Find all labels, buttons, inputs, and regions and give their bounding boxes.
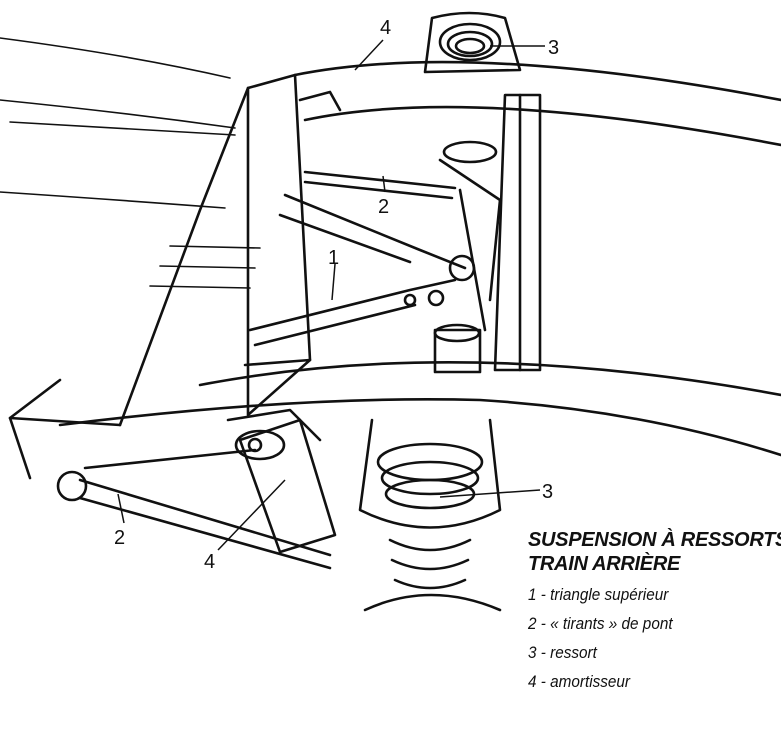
upper-tie-rod [303, 158, 502, 332]
frame-right-pillar [493, 93, 542, 372]
leader-lines [117, 39, 545, 551]
lower-coil-spring [358, 418, 502, 612]
lower-shock-absorber [226, 408, 337, 554]
legend-item: 1 - triangle supérieur [528, 585, 669, 604]
legend-item: 4 - amortisseur [528, 672, 631, 691]
legend-items: 1 - triangle supérieur 2 - « tirants » d… [528, 580, 778, 696]
callout-rod-upper: 2 [378, 196, 390, 218]
callout-spring-lower: 3 [542, 481, 554, 503]
legend-item: 3 - ressort [528, 643, 597, 662]
body-panel-lines [0, 37, 261, 289]
legend-title-line1: SUSPENSION À RESSORTS [528, 529, 781, 551]
callout-shock-lower: 4 [204, 551, 216, 573]
callout-shock-upper: 4 [380, 17, 392, 39]
callout-rod-lower: 2 [114, 527, 126, 549]
legend-title-line2: TRAIN ARRIÈRE [528, 553, 681, 575]
legend-item: 2 - « tirants » de pont [528, 614, 673, 633]
upper-spring-tower [423, 11, 522, 164]
upper-triangle-arm [248, 193, 476, 347]
legend: SUSPENSION À RESSORTS TRAIN ARRIÈRE 1 - … [528, 528, 781, 696]
axle-housing [433, 323, 482, 374]
callout-triangle: 1 [328, 247, 340, 269]
frame-lower-crossmember [58, 358, 781, 457]
frame-upper-crossmember [293, 60, 781, 147]
callout-spring-upper: 3 [548, 37, 560, 59]
frame-left-member [8, 73, 312, 480]
